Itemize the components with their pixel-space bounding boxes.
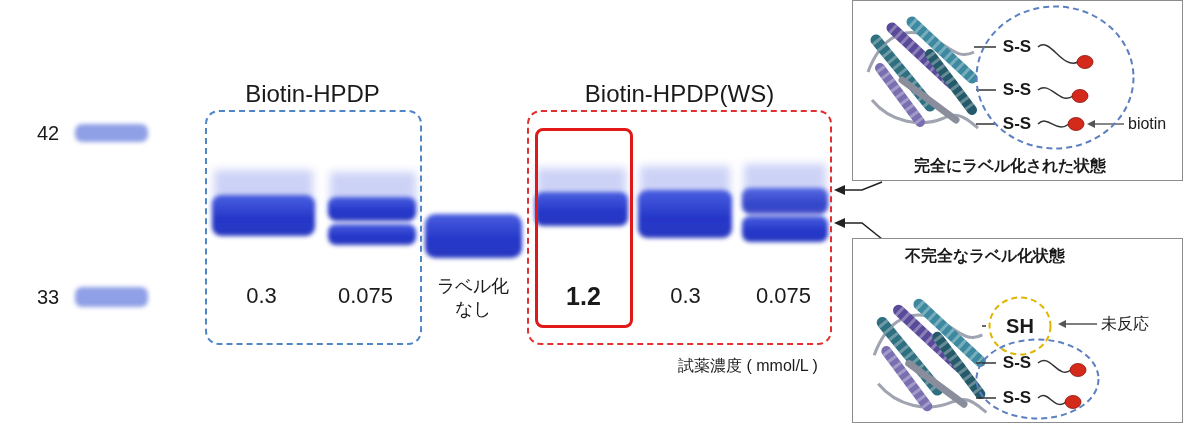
label-circle: S-S S-S	[975, 338, 1100, 420]
callout-text: biotin	[1128, 114, 1166, 133]
panel-heading: 完全にラベル化された状態	[914, 156, 1106, 175]
concentration: 0.3	[670, 282, 701, 308]
circle-outline	[975, 338, 1100, 420]
circle-outline	[975, 5, 1135, 150]
unreacted-circle: SH	[988, 296, 1052, 356]
lane-label: ラベル化 なし	[431, 275, 515, 322]
gel-band	[425, 214, 522, 258]
reagent-group-box: Biotin-HPDP0.30.075	[205, 110, 422, 345]
group-title: Biotin-HPDP	[245, 79, 380, 108]
arrow-head	[834, 185, 845, 195]
concentration: 1.2	[566, 281, 601, 311]
gel-band	[742, 188, 828, 214]
axis-note: 試薬濃度 ( mmol/L )	[678, 356, 818, 377]
disulfide-tethers	[974, 45, 1078, 405]
gel-band	[212, 195, 315, 236]
panel-heading: 不完全なラベル化状態	[905, 246, 1065, 265]
concentration: 0.3	[246, 282, 277, 308]
protein-ribbon	[874, 304, 986, 412]
lane-bands	[212, 188, 828, 258]
gel-band	[638, 190, 732, 238]
group-title: Biotin-HPDP(WS)	[585, 79, 774, 108]
gel-band	[535, 192, 628, 226]
bond-label: S-S	[1003, 37, 1031, 57]
dashed-circle	[990, 298, 1051, 355]
gel-band	[742, 216, 828, 242]
biotin-balls	[1065, 56, 1093, 409]
callout-arrows	[1058, 120, 1124, 328]
leader-line	[842, 223, 882, 239]
panel-ground	[852, 238, 1183, 423]
bond-label: S-S	[1003, 114, 1031, 134]
dashed-circle	[977, 7, 1134, 149]
marker-size: 33	[37, 284, 59, 310]
dashed-circle	[977, 340, 1099, 419]
marker-band	[75, 287, 148, 307]
marker-bands	[75, 124, 148, 307]
arrow-head	[834, 218, 845, 228]
concentration: 0.075	[756, 282, 811, 308]
reagent-group-box: 1.2Biotin-HPDP(WS)0.30.075	[527, 110, 832, 345]
marker-size: 42	[37, 120, 59, 146]
label-circle: S-S S-S S-S	[975, 5, 1135, 150]
gel-band	[328, 197, 416, 221]
arrow-heads	[834, 185, 845, 228]
state-panel: S-S S-S S-S biotin 完全にラベル化された状態	[852, 0, 1183, 181]
concentration: 0.075	[338, 282, 393, 308]
leader-line	[842, 182, 882, 190]
gel-band	[328, 224, 416, 245]
marker-band	[75, 124, 148, 142]
bond-label: S-S	[1003, 388, 1031, 408]
protein-ribbon	[868, 22, 978, 128]
state-panel: SH S-S S-S 不完全なラベル化状態未反応	[852, 238, 1183, 423]
callout-text: 未反応	[1101, 314, 1149, 333]
band-pointers	[842, 182, 882, 239]
highlight-box: 1.2	[535, 128, 633, 328]
thiol-label: SH	[1006, 314, 1034, 338]
panel-ground	[852, 0, 1183, 181]
bond-label: S-S	[1003, 80, 1031, 100]
bond-label: S-S	[1003, 353, 1031, 373]
